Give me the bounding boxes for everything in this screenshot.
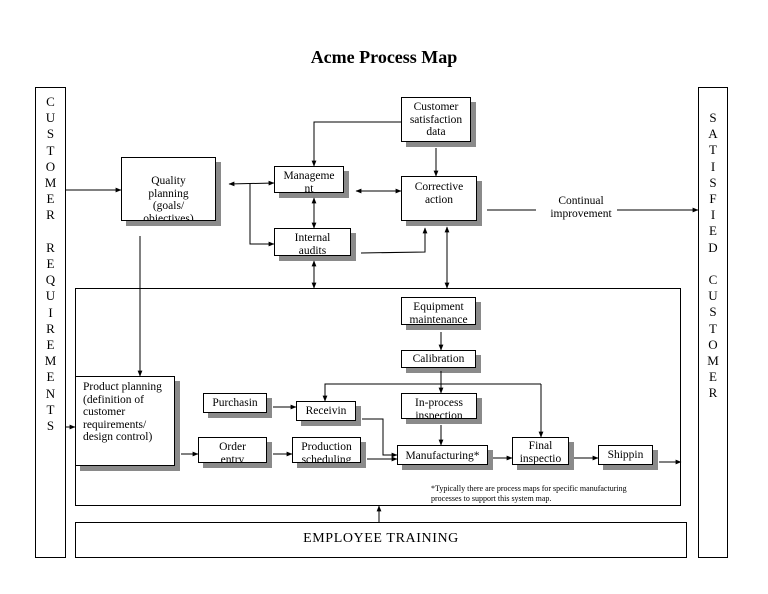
arrow-audits-to-corrective — [360, 227, 428, 254]
in-process-inspection-box[interactable]: In-process inspection — [401, 393, 477, 419]
quality-planning-box[interactable]: Quality planning (goals/ objectives) — [121, 157, 216, 221]
corrective-action-box[interactable]: Corrective action — [401, 176, 477, 221]
purchasing-box[interactable]: Purchasin — [203, 393, 267, 413]
customer-satisfaction-data-box[interactable]: Customer satisfaction data — [401, 97, 471, 142]
line-audits-branch — [249, 184, 275, 247]
arrow-quality-management — [228, 180, 275, 187]
footnote: *Typically there are process maps for sp… — [431, 484, 627, 503]
employee-training-box[interactable]: EMPLOYEE TRAINING — [75, 522, 687, 558]
customer-requirements-bar: C U S T O M E R R E Q U I R E M E N T S — [35, 87, 66, 558]
page-title: Acme Process Map — [310, 47, 458, 67]
arrow-receiving-to-manufacturing — [362, 418, 398, 458]
arrow-to-receiving — [322, 383, 541, 402]
satisfied-customer-bar: S A T I S F I E D C U S T O M E R — [698, 87, 728, 558]
product-planning-box[interactable]: Product planning (definition of customer… — [75, 376, 175, 466]
shipping-box[interactable]: Shippin — [598, 445, 653, 465]
final-inspection-box[interactable]: Final inspectio — [512, 437, 569, 465]
management-box[interactable]: Manageme nt — [274, 166, 344, 193]
equipment-maintenance-box[interactable]: Equipment maintenance — [401, 297, 476, 325]
manufacturing-box[interactable]: Manufacturing* — [397, 445, 488, 465]
continual-improvement-label: Continual improvement — [550, 195, 612, 220]
order-entry-box[interactable]: Order entry — [198, 437, 267, 463]
calibration-box[interactable]: Calibration — [401, 350, 476, 368]
production-scheduling-box[interactable]: Production scheduling — [292, 437, 361, 463]
arrow-csd-to-management — [311, 121, 401, 167]
